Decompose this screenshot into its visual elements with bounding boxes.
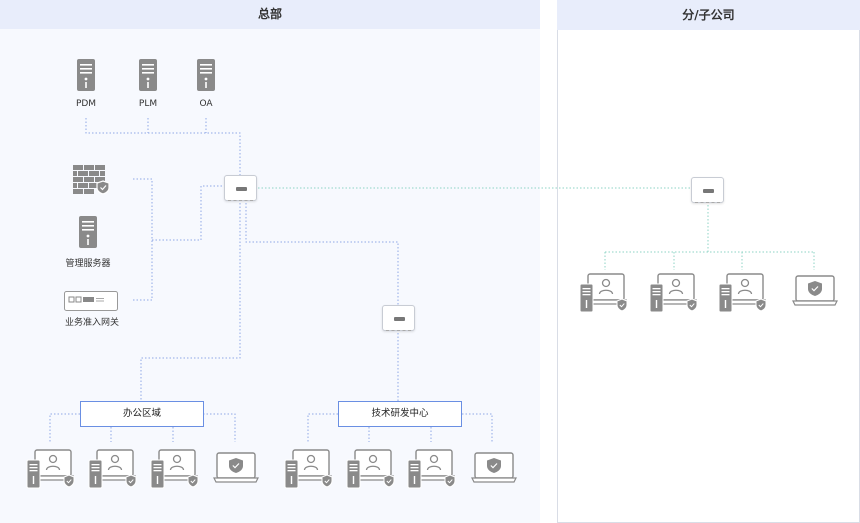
hq-panel-title: 总部 <box>0 0 540 29</box>
rnd-zone-label: 技术研发中心 <box>371 408 429 419</box>
gateway-icon <box>64 291 118 311</box>
server-label-plm: PLM <box>138 99 158 109</box>
server-label-oa: OA <box>199 99 213 109</box>
laptop-terminal-icon <box>792 275 838 306</box>
desktop-terminal-icon <box>284 449 333 489</box>
server-label-pdm: PDM <box>75 99 97 109</box>
server-icon <box>77 59 95 91</box>
desktop-terminal-icon <box>407 449 456 489</box>
office-zone-label: 办公区域 <box>122 408 161 419</box>
server-icon <box>139 59 157 91</box>
office-zone-box: 办公区域 <box>80 401 204 427</box>
laptop-terminal-icon <box>471 452 517 483</box>
server-icon <box>197 59 215 91</box>
branch-panel: 分/子公司 <box>557 0 860 523</box>
rnd-zone-box: 技术研发中心 <box>338 401 462 427</box>
branch-switch <box>691 177 724 203</box>
gateway-label: 业务准入网关 <box>64 318 119 328</box>
desktop-terminal-icon <box>579 273 628 313</box>
core-switch <box>224 175 257 201</box>
management-server-label: 管理服务器 <box>65 259 111 269</box>
desktop-terminal-icon <box>26 449 75 489</box>
desktop-terminal-icon <box>88 449 137 489</box>
rnd-switch <box>382 305 415 331</box>
desktop-terminal-icon <box>649 273 698 313</box>
desktop-terminal-icon <box>718 273 767 313</box>
desktop-terminal-icon <box>150 449 199 489</box>
laptop-terminal-icon <box>213 452 259 483</box>
branch-panel-title: 分/子公司 <box>557 0 860 30</box>
desktop-terminal-icon <box>346 449 395 489</box>
firewall-icon <box>73 165 110 195</box>
management-server-icon <box>79 216 97 248</box>
